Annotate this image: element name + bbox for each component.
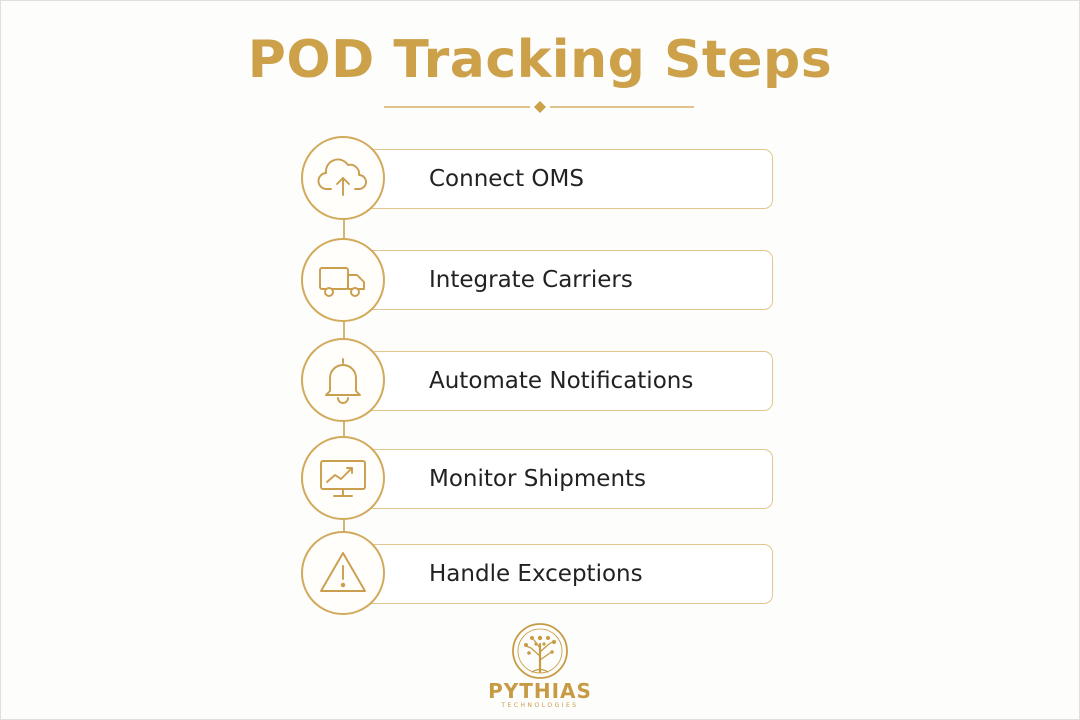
step-label: Automate Notifications <box>429 368 694 394</box>
step-connector <box>343 218 345 238</box>
bell-icon <box>325 358 361 404</box>
step-circle <box>301 136 385 220</box>
step-circle <box>301 531 385 615</box>
brand-name: PYTHIAS <box>488 679 592 703</box>
cloud-upload-icon <box>317 158 367 196</box>
step-connector <box>343 322 345 338</box>
tree-emblem-icon <box>512 623 568 679</box>
title-divider <box>384 101 694 113</box>
step-label: Handle Exceptions <box>429 561 643 587</box>
step-circle <box>301 436 385 520</box>
step-label: Integrate Carriers <box>429 267 633 293</box>
step-card-connect-oms: Connect OMS <box>343 149 773 209</box>
step-circle <box>301 338 385 422</box>
monitor-chart-icon <box>320 460 366 497</box>
brand-tagline: TECHNOLOGIES <box>501 702 579 709</box>
step-card-automate-notifications: Automate Notifications <box>343 351 773 411</box>
step-card-integrate-carriers: Integrate Carriers <box>343 250 773 310</box>
truck-icon <box>319 267 365 297</box>
step-connector <box>343 519 345 531</box>
step-label: Monitor Shipments <box>429 466 647 492</box>
step-connector <box>343 422 345 436</box>
step-label: Connect OMS <box>429 166 584 192</box>
page-title: POD Tracking Steps <box>247 30 833 90</box>
warning-icon <box>320 552 366 592</box>
step-circle <box>301 238 385 322</box>
step-card-monitor-shipments: Monitor Shipments <box>343 449 773 509</box>
step-card-handle-exceptions: Handle Exceptions <box>343 544 773 604</box>
